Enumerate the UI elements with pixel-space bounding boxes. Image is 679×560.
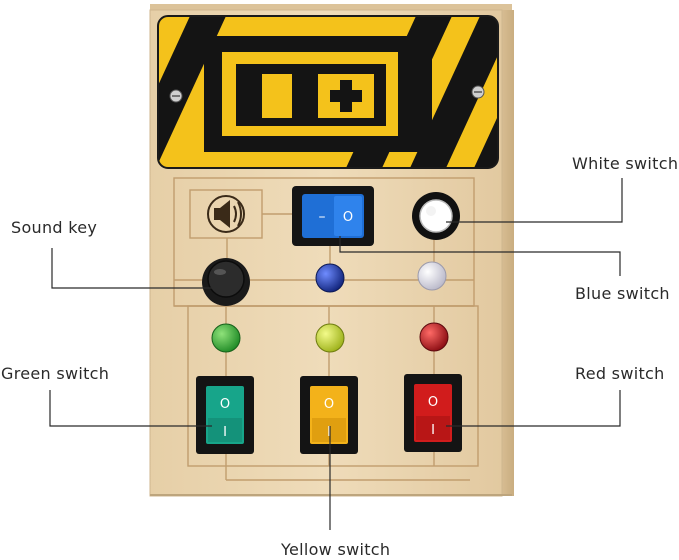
red-rocker-switch[interactable]: O I bbox=[404, 374, 462, 452]
white-led bbox=[417, 261, 447, 291]
led-lights bbox=[211, 261, 449, 353]
hazard-panel bbox=[157, 15, 499, 169]
white-push-button[interactable] bbox=[412, 192, 460, 240]
blue-rocker-switch[interactable]: – O bbox=[292, 186, 374, 246]
sound-key-button[interactable] bbox=[202, 258, 250, 306]
yellow-switch-off-mark: O bbox=[324, 397, 334, 412]
green-switch-label: Green switch bbox=[1, 364, 110, 383]
yellow-switch-on-mark: I bbox=[327, 425, 331, 440]
red-led bbox=[419, 322, 449, 352]
blue-switch-label: Blue switch bbox=[575, 284, 670, 303]
red-switch-off-mark: O bbox=[428, 395, 438, 410]
battery-charging-icon bbox=[204, 36, 432, 152]
blue-switch-off-mark: O bbox=[343, 210, 353, 225]
yellow-led bbox=[315, 323, 345, 353]
sound-key-callout bbox=[51, 248, 212, 289]
green-rocker-switch[interactable]: O I bbox=[196, 376, 254, 454]
yellow-switch-label: Yellow switch bbox=[281, 540, 391, 559]
blue-switch-callout bbox=[339, 236, 621, 276]
green-switch-callout bbox=[49, 390, 212, 427]
speaker-icon bbox=[207, 195, 245, 233]
box-side bbox=[500, 10, 514, 496]
sound-key-label: Sound key bbox=[11, 218, 98, 237]
red-switch-label: Red switch bbox=[575, 364, 665, 383]
green-switch-off-mark: O bbox=[220, 397, 230, 412]
red-switch-on-mark: I bbox=[431, 423, 435, 438]
red-switch-callout bbox=[446, 390, 621, 427]
yellow-rocker-switch[interactable]: O I bbox=[300, 376, 358, 454]
green-led bbox=[211, 323, 241, 353]
white-switch-callout bbox=[446, 178, 623, 223]
callout-lines bbox=[49, 178, 623, 530]
blue-switch-on-mark: – bbox=[319, 209, 326, 225]
green-switch-on-mark: I bbox=[223, 425, 227, 440]
blue-led bbox=[315, 263, 345, 293]
white-switch-label: White switch bbox=[572, 154, 679, 173]
